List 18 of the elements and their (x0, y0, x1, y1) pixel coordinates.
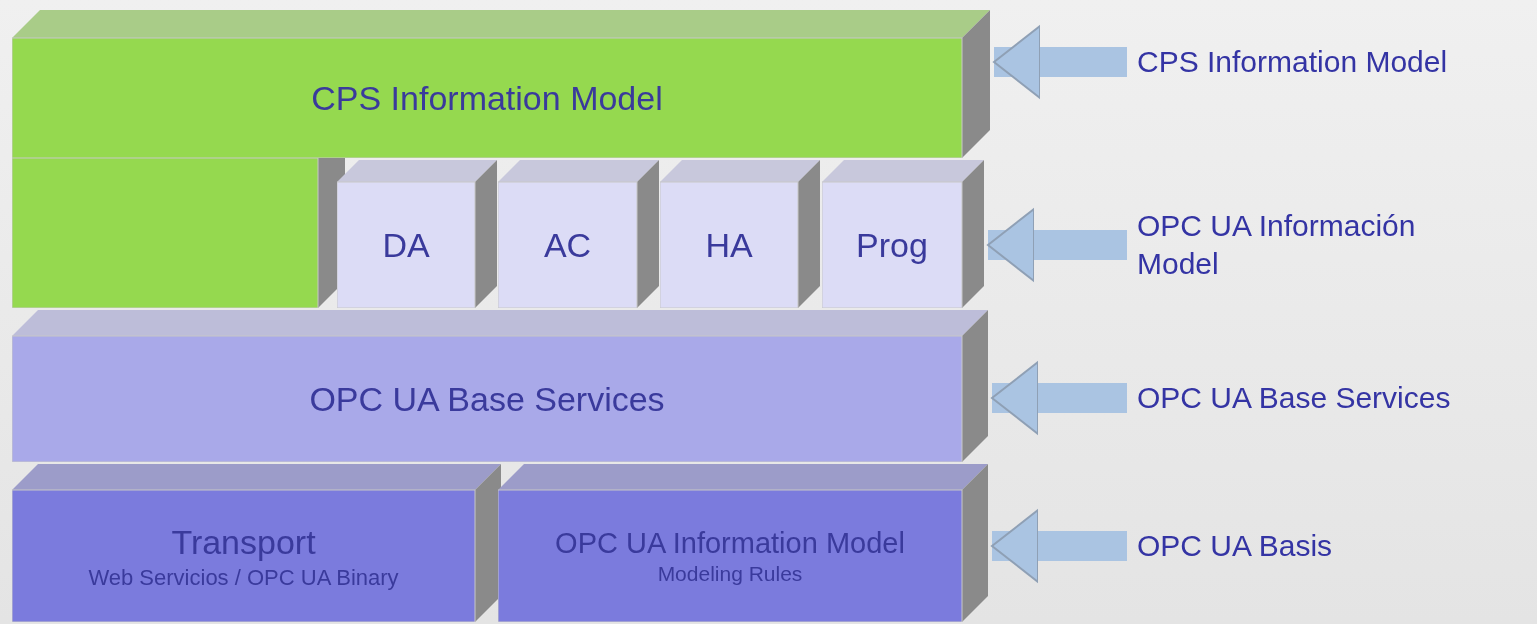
layer-label: OPC UA Información Model (1137, 208, 1417, 282)
block-title: OPC UA Information Model (555, 525, 905, 561)
block-title: Prog (856, 224, 928, 266)
block-title: OPC UA Base Services (309, 378, 665, 420)
arrow (987, 208, 1127, 282)
block-title: CPS Information Model (311, 77, 663, 119)
layer-label: CPS Information Model (1137, 44, 1449, 80)
block-subtitle: Modeling Rules (657, 561, 803, 587)
arrow (991, 361, 1127, 435)
layer-label: OPC UA Basis (1137, 528, 1334, 564)
layer-label: OPC UA Base Services (1137, 380, 1452, 416)
block-title: Transport (171, 522, 316, 563)
block-title: HA (705, 224, 753, 266)
block-title: DA (382, 224, 430, 266)
arrow (993, 25, 1127, 99)
block-subtitle: Web Servicios / OPC UA Binary (88, 563, 399, 591)
block-title: AC (543, 224, 592, 266)
arrow (991, 509, 1127, 583)
